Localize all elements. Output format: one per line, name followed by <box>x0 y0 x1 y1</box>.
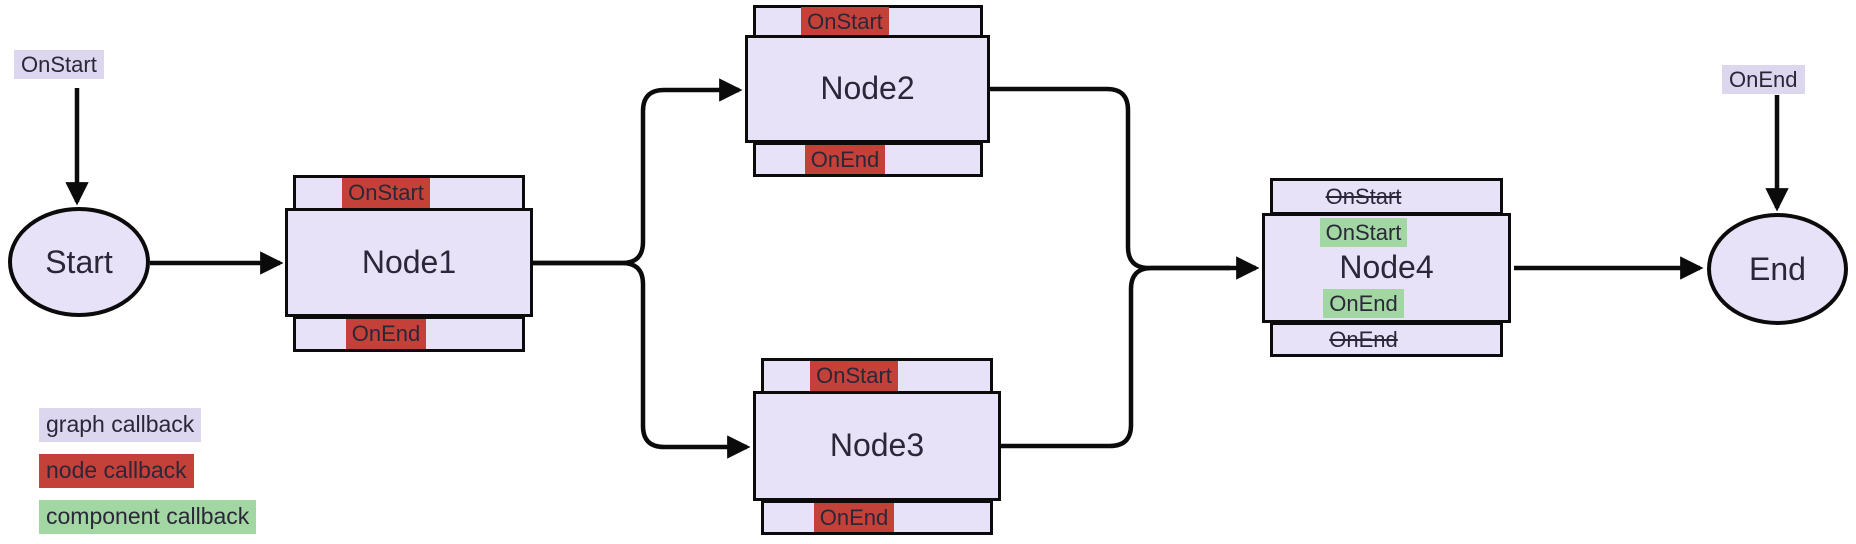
edge-node1-to-node2 <box>533 78 743 266</box>
legend-component-callback: component callback <box>39 500 257 534</box>
node4-overridden-onend-callback: OnEnd <box>1329 326 1398 352</box>
node2-title: Node2 <box>820 70 915 107</box>
graph-onstart-label: OnStart <box>14 50 104 80</box>
node2-onstart-callback: OnStart <box>801 7 889 37</box>
node1-onend-strip: OnEnd <box>293 316 525 352</box>
node4-title: Node4 <box>1339 249 1434 286</box>
node2-onstart-strip: OnStart <box>753 5 983 39</box>
legend-graph-callback: graph callback <box>39 408 202 442</box>
node4-component-onend-callback: OnEnd <box>1323 288 1404 318</box>
node3-title: Node3 <box>829 427 925 464</box>
node1-onstart-callback: OnStart <box>342 178 430 208</box>
node3-onend-callback: OnEnd <box>813 502 895 533</box>
legend-node-callback: node callback <box>39 454 194 488</box>
node4-overridden-onstart-callback: OnStart <box>1325 183 1402 209</box>
node1-onend-callback: OnEnd <box>345 319 427 349</box>
node4-onend-strip: OnEnd <box>1270 322 1503 357</box>
node2: Node2 <box>745 35 990 143</box>
node3-onstart-callback: OnStart <box>810 361 898 391</box>
node1-onstart-strip: OnStart <box>293 175 525 211</box>
node3: Node3 <box>753 391 1001 501</box>
node4: OnStart Node4 OnEnd <box>1262 213 1511 323</box>
node4-onstart-strip: OnStart <box>1270 178 1503 215</box>
end-node-label: End <box>1749 250 1806 287</box>
edge-node2-to-node4 <box>990 86 1260 280</box>
edge-node3-to-node4 <box>1001 265 1230 449</box>
graph-onend-label: OnEnd <box>1722 65 1805 95</box>
node2-onend-strip: OnEnd <box>753 142 983 177</box>
end-node: End <box>1707 213 1848 325</box>
node4-component-onstart-callback: OnStart <box>1319 218 1408 248</box>
node1: Node1 <box>285 208 533 317</box>
node3-onend-strip: OnEnd <box>761 500 993 535</box>
node3-onstart-strip: OnStart <box>761 358 993 394</box>
edge-node1-to-node3 <box>533 260 751 459</box>
start-node-label: Start <box>45 243 113 280</box>
node2-onend-callback: OnEnd <box>804 144 886 175</box>
start-node: Start <box>8 207 150 317</box>
node1-title: Node1 <box>361 243 457 280</box>
